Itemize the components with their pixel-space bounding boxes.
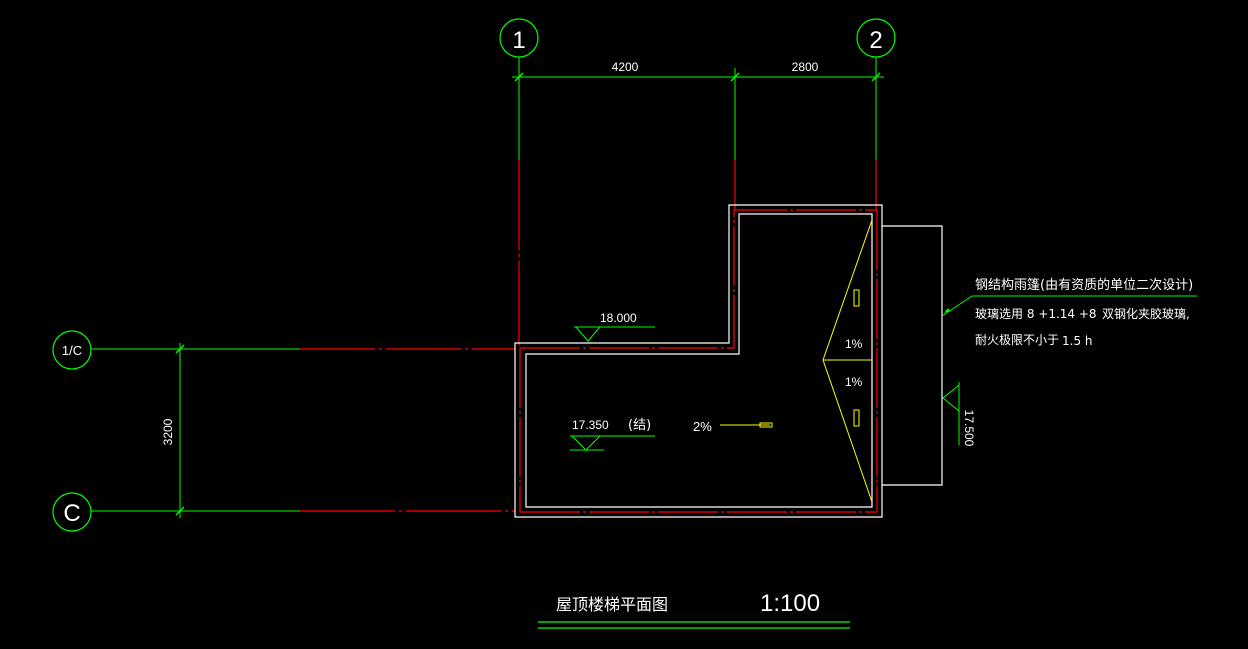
level-roof-note: (结) xyxy=(628,418,651,433)
dimension-span-2: 2800 xyxy=(792,60,819,74)
drain-mark-upper xyxy=(853,289,860,307)
dimension-span-1: 4200 xyxy=(612,60,639,74)
level-roof: 17.350 xyxy=(572,418,609,432)
level-mark-top: 18.000 xyxy=(574,311,655,342)
level-canopy: 17.500 xyxy=(962,410,976,447)
grid-axis-1C-label: 1/C xyxy=(62,343,82,358)
note-line-2a: 玻璃选用 8 +1.14 +8 xyxy=(975,307,1097,321)
vertical-dimension: 3200 xyxy=(161,343,185,518)
note-line-2b: 双钢化夹胶玻璃, xyxy=(1102,306,1190,321)
note-line-1: 钢结构雨篷(由有资质的单位二次设计) xyxy=(975,277,1193,293)
grid-axis-2: 2 xyxy=(856,18,896,210)
note-line-3b: 1.5 h xyxy=(1062,334,1093,348)
grid-axis-2-label: 2 xyxy=(869,27,882,54)
grid-axis-C: C xyxy=(52,492,515,532)
grid-axis-1: 1 xyxy=(499,18,539,345)
grid-axis-C-label: C xyxy=(63,500,80,527)
level-top: 18.000 xyxy=(600,311,637,325)
slope-main: 2% xyxy=(693,419,712,434)
canopy-note: 钢结构雨篷(由有资质的单位二次设计) 玻璃选用 8 +1.14 +8 双钢化夹胶… xyxy=(941,277,1197,348)
canopy-outline xyxy=(882,225,943,486)
title-scale: 1:100 xyxy=(760,590,820,617)
drain-mark-lower xyxy=(853,409,860,427)
level-mark-canopy: 17.500 xyxy=(942,382,976,447)
grid-axis-1-label: 1 xyxy=(512,27,525,54)
top-dimension: 4200 2800 xyxy=(512,60,884,82)
drawing-title: 屋顶楼梯平面图 1:100 xyxy=(538,590,850,629)
slope-arrow-main: 2% xyxy=(693,419,773,434)
gutter-slope-lines: 1% 1% xyxy=(822,219,873,503)
title-name: 屋顶楼梯平面图 xyxy=(556,595,668,614)
slope-gutter-upper: 1% xyxy=(845,337,863,351)
level-mark-roof: 17.350 (结) xyxy=(570,418,655,451)
slope-gutter-lower: 1% xyxy=(845,375,863,389)
stair-roof-outline xyxy=(514,204,883,518)
note-line-3a: 耐火极限不小于 xyxy=(975,333,1059,347)
dimension-span-vertical: 3200 xyxy=(161,418,175,445)
grid-axis-1C: 1/C xyxy=(52,330,515,370)
